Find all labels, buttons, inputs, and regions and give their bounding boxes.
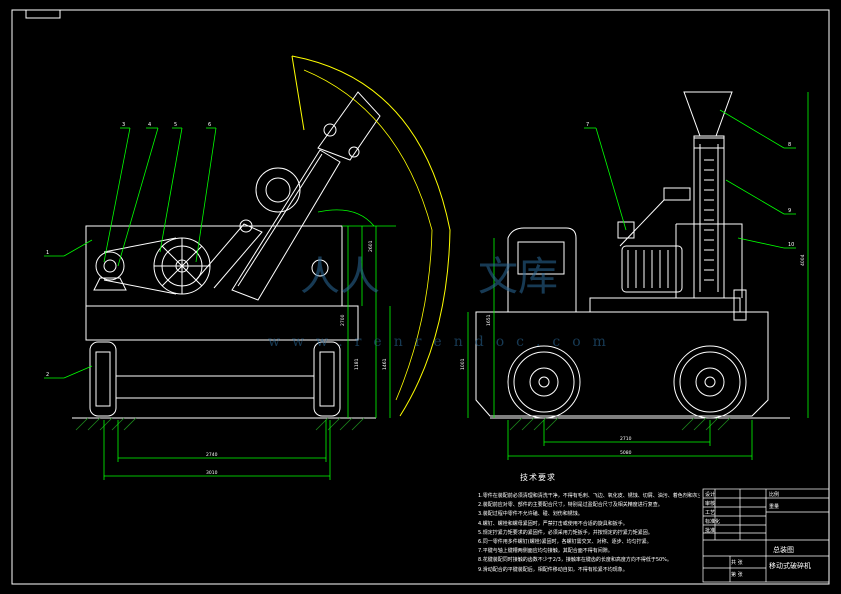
tb-cell-review: 审核	[705, 501, 716, 507]
title-block-grid	[702, 488, 830, 583]
left-linkage	[195, 223, 263, 289]
right-leaders	[584, 109, 796, 249]
left-feed-hopper	[317, 91, 381, 161]
right-crusher-column	[693, 137, 725, 299]
left-dimensions	[103, 225, 396, 480]
right-dimension-texts: 2710 5080 1001 1651 4004	[460, 254, 806, 456]
leader-label-9: 9	[788, 208, 791, 214]
left-adjust-wheel	[255, 167, 301, 213]
technical-requirements-list: 1.零件在装配前必须清理和清洗干净，不得有毛刺、飞边、氧化皮、锈蚀、切屑、油污、…	[478, 492, 700, 575]
watermark-url: www.renrendoc.com	[268, 334, 618, 350]
tb-drawing-title: 总装图	[773, 546, 794, 554]
leader-label-10: 10	[788, 242, 794, 248]
tb-product-name: 移动式破碎机	[769, 562, 811, 570]
right-wheel-front	[507, 345, 581, 419]
dim-right-wheelbase: 2710	[620, 436, 632, 442]
tb-cell-design: 设计	[705, 492, 716, 498]
right-dimensions	[467, 92, 809, 460]
right-feed-hopper	[683, 91, 733, 137]
dim-left-height-c: 2601	[368, 240, 374, 252]
watermark-left: 人人	[300, 254, 380, 300]
tb-cell-sheet-no: 第 张	[731, 572, 743, 578]
tech-req-item: 7.平键与轴上键槽两侧面应均匀接触，其配合面不得有间隙。	[478, 548, 613, 555]
left-wheel-front	[89, 341, 117, 417]
right-motor	[621, 245, 683, 293]
left-wheel-rear	[313, 341, 341, 417]
tech-req-item: 9.滑动配合的平键装配后，相配件移动自如，不得有松紧不均现象。	[478, 566, 628, 573]
right-cab-window	[517, 241, 565, 275]
tech-req-item: 8.花键装配同时接触的齿数不少于2/3，接触率在键齿的长度和高度方向不得低于50…	[478, 557, 672, 564]
left-small-pulley	[95, 251, 125, 281]
leader-label-7: 7	[586, 122, 589, 128]
leader-label-2: 2	[46, 372, 49, 378]
tb-cell-sheets-total: 共 张	[731, 560, 743, 566]
dim-left-height-b: 1181	[354, 358, 360, 370]
dim-left-overall-width: 3010	[206, 470, 218, 476]
tb-cell-process: 工艺	[705, 510, 716, 516]
right-ground-hatch	[509, 417, 731, 431]
leader-label-6: 6	[208, 122, 211, 128]
leader-label-4: 4	[148, 122, 151, 128]
right-wheel-rear	[673, 345, 747, 419]
dim-right-height-a: 1001	[460, 358, 466, 370]
right-view	[475, 91, 790, 419]
left-ground-hatch	[75, 417, 365, 431]
tb-cell-standard: 标准化	[705, 519, 721, 525]
left-jaw-arm	[231, 149, 341, 301]
right-cab	[507, 227, 577, 312]
tech-req-item: 5.规定拧紧力矩要求的紧固件，必须采用力矩扳手，并按规定的拧紧力矩紧固。	[478, 529, 653, 536]
tech-req-item: 3.装配过程中零件不允许磕、碰、划伤和锈蚀。	[478, 511, 583, 518]
tech-req-item: 6.同一零件用多件螺钉(螺栓)紧固时，各螺钉需交叉、对称、逐步、均匀拧紧。	[478, 539, 652, 546]
tb-cell-scale: 比例	[769, 492, 780, 498]
guard-arc	[291, 55, 451, 417]
drawing-frame-top-tab	[25, 9, 61, 19]
left-chassis	[85, 305, 359, 341]
right-body	[475, 311, 769, 417]
right-leader-labels: 7 8 9 10	[586, 122, 794, 248]
tech-req-item: 4.螺钉、螺栓和螺母紧固时，严禁打击或使用不合适的旋具和扳手。	[478, 520, 628, 527]
dim-right-height-b: 1651	[486, 314, 492, 326]
tb-cell-weight: 重量	[769, 504, 780, 510]
tech-req-item: 1.零件在装配前必须清理和清洗干净，不得有毛刺、飞边、氧化皮、锈蚀、切屑、油污、…	[478, 493, 700, 499]
left-dimension-texts: 2740 3010 2700 1181 2601 1461	[206, 240, 388, 476]
dim-right-height-c: 4004	[800, 254, 806, 266]
drawing-frame-outer	[11, 9, 830, 585]
leader-label-5: 5	[174, 122, 177, 128]
left-drive-belt	[103, 237, 177, 295]
dim-left-height-a: 2700	[340, 314, 346, 326]
dim-left-wheel-span: 2740	[206, 452, 218, 458]
left-view	[72, 91, 381, 419]
watermark-right: 文库	[478, 254, 558, 300]
technical-requirements-title: 技术要求	[520, 473, 556, 482]
title-block: 设计 审核 工艺 标准化 批准 比例 重量 共 张 第 张 总装图 移动式破碎机	[703, 489, 829, 582]
leader-label-3: 3	[122, 122, 125, 128]
dim-left-height-d: 1461	[382, 358, 388, 370]
tech-req-item: 2.装配前应对零、部件的主要配合尺寸，特别是过盈配合尺寸及相关精度进行复查。	[478, 502, 663, 509]
tb-cell-approve: 批准	[705, 528, 716, 534]
left-leaders	[44, 127, 217, 379]
leader-label-8: 8	[788, 142, 791, 148]
leader-label-1: 1	[46, 250, 49, 256]
left-leader-labels: 1 2 3 4 5 6	[46, 122, 211, 378]
dim-right-overall: 5080	[620, 450, 632, 456]
